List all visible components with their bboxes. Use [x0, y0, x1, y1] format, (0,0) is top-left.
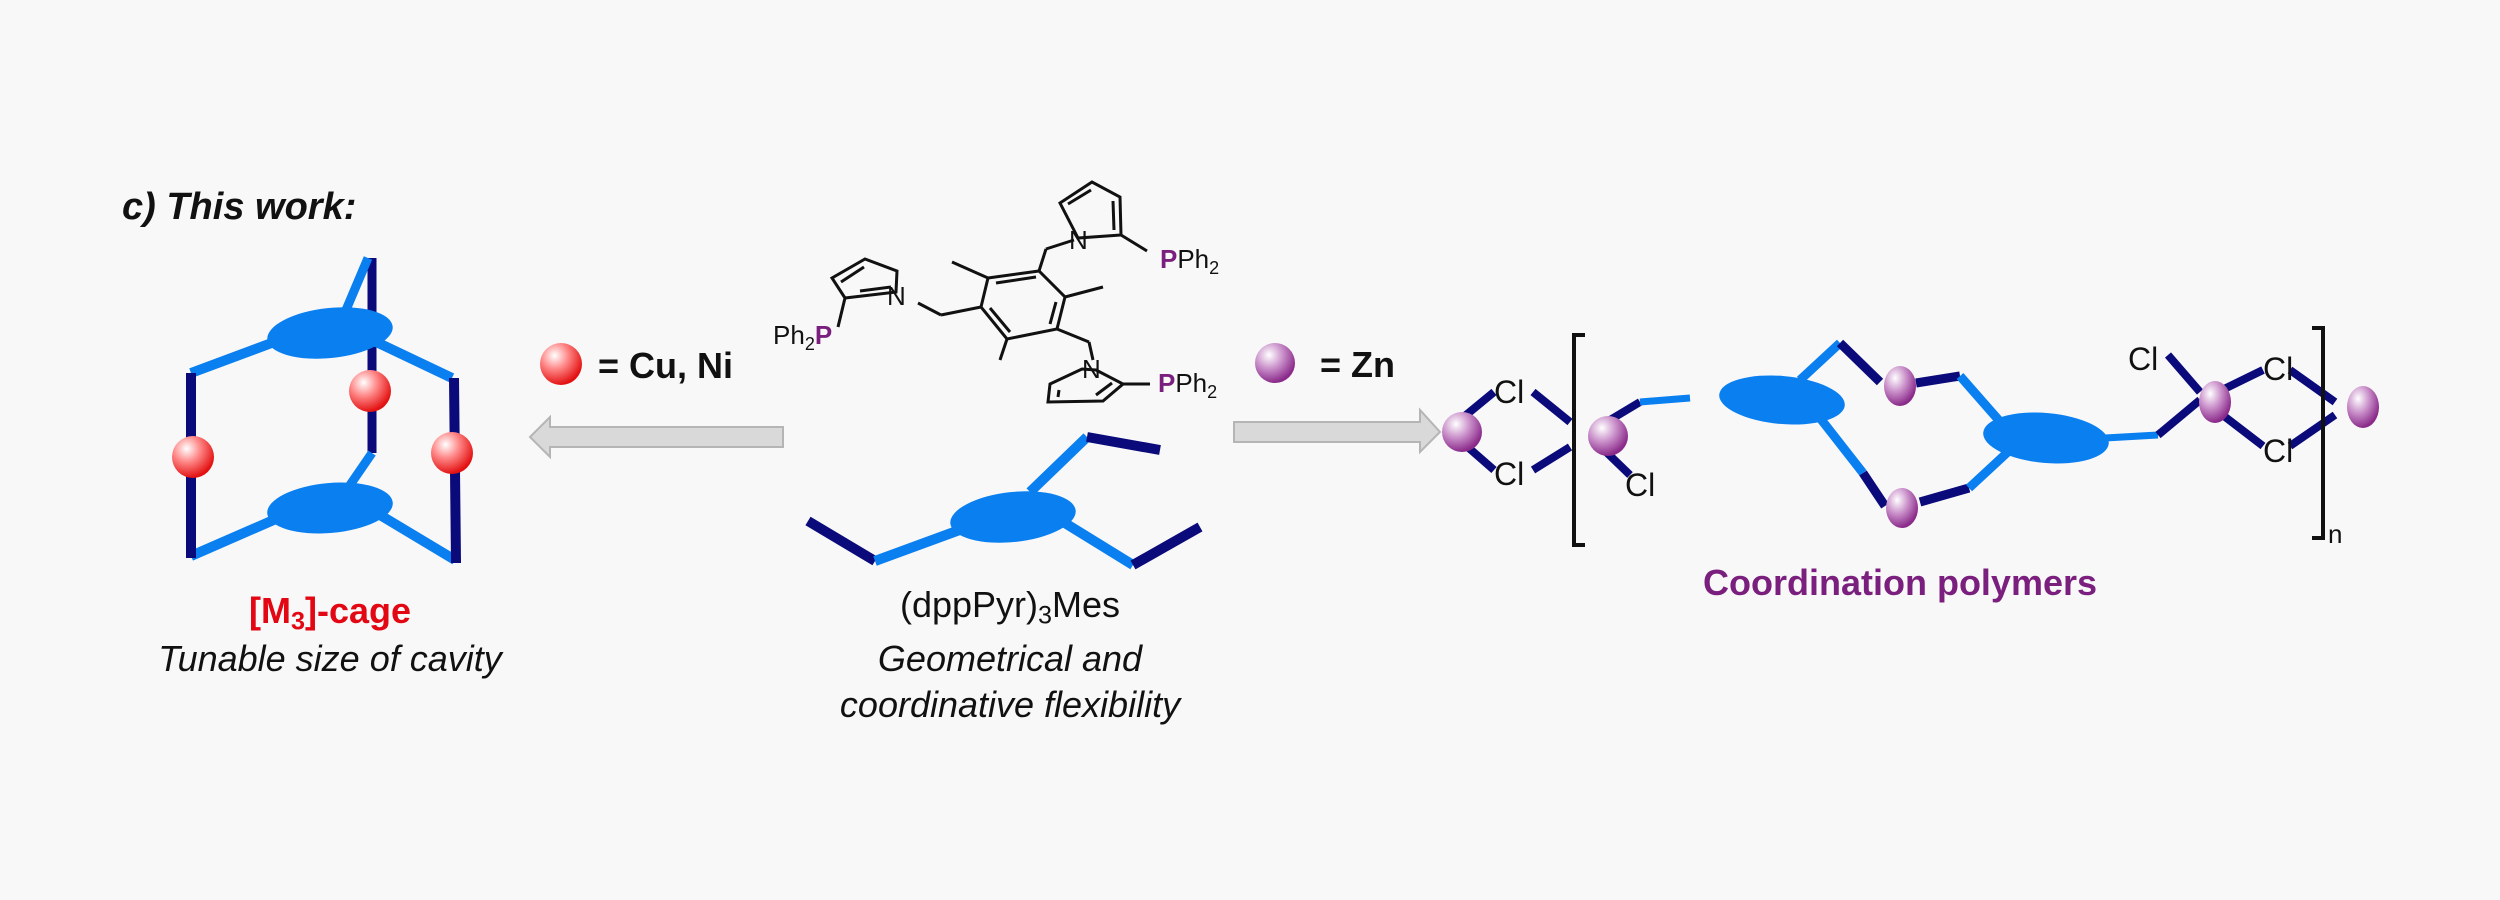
ligand-cartoon — [805, 432, 1203, 570]
cage-arm — [346, 450, 376, 488]
cl-label: Cl — [2263, 433, 2293, 469]
legend-purple-ball-icon — [1255, 343, 1295, 383]
right-arrow-icon — [1233, 407, 1442, 455]
m3-cage-diagram — [172, 256, 473, 565]
cage-description: Tunable size of cavity — [158, 638, 502, 679]
mesitylene-core — [1719, 375, 1845, 425]
repeat-bracket-right — [2312, 326, 2325, 540]
mesitylene-core — [950, 491, 1076, 543]
cage-arm — [369, 335, 455, 383]
cage-arm — [341, 256, 373, 312]
cl-label: Cl — [1494, 374, 1524, 410]
mesitylene-core — [1983, 412, 2109, 464]
legend-red-ball-icon — [540, 343, 582, 385]
cl-label: Cl — [1625, 467, 1655, 503]
cage-label: [M3]-cage — [248, 590, 412, 636]
ph2p-left: Ph2P — [773, 320, 832, 354]
atom-n-bottom: N — [1082, 354, 1101, 384]
ligand-structure — [829, 180, 1150, 404]
ligand-name: (dppPyr)3Mes — [899, 584, 1121, 630]
left-arrow-icon — [528, 414, 784, 460]
cl-label: Cl — [1494, 456, 1524, 492]
metal-ball-cu-ni — [431, 432, 473, 474]
cl-label: Cl — [2263, 351, 2293, 387]
ligand-atom-labels: N N N PPh2 Ph2P PPh2 — [773, 225, 1219, 402]
repeat-n-label: n — [2328, 519, 2342, 549]
cl-label: Cl — [2128, 341, 2158, 377]
metal-ball-cu-ni — [172, 436, 214, 478]
panel-title: c) This work: — [122, 186, 357, 228]
zn-ball — [1442, 412, 1482, 452]
zn-ball — [2347, 386, 2379, 428]
repeat-bracket-left — [1572, 333, 1585, 547]
atom-n-top: N — [1069, 225, 1088, 255]
cage-arm — [189, 510, 287, 561]
zn-ball — [1884, 366, 1916, 406]
zn-ball — [1886, 488, 1918, 528]
pph2-bottom: PPh2 — [1158, 368, 1217, 402]
legend-zn: = Zn — [1320, 344, 1396, 385]
legend-cu-ni: = Cu, Ni — [598, 345, 734, 386]
coordination-polymer-diagram: Cl Cl Cl Cl Cl Cl n — [1442, 326, 2379, 549]
polymer-label: Coordination polymers — [1702, 562, 2098, 603]
cage-arm — [377, 510, 458, 565]
pph2-top: PPh2 — [1160, 244, 1219, 278]
atom-n-left: N — [887, 281, 906, 311]
mesitylene-core-bottom — [267, 482, 393, 534]
zn-ball — [1588, 416, 1628, 456]
metal-ball-cu-ni — [349, 370, 391, 412]
mesitylene-core-top — [267, 307, 393, 359]
zn-ball — [2199, 381, 2231, 423]
